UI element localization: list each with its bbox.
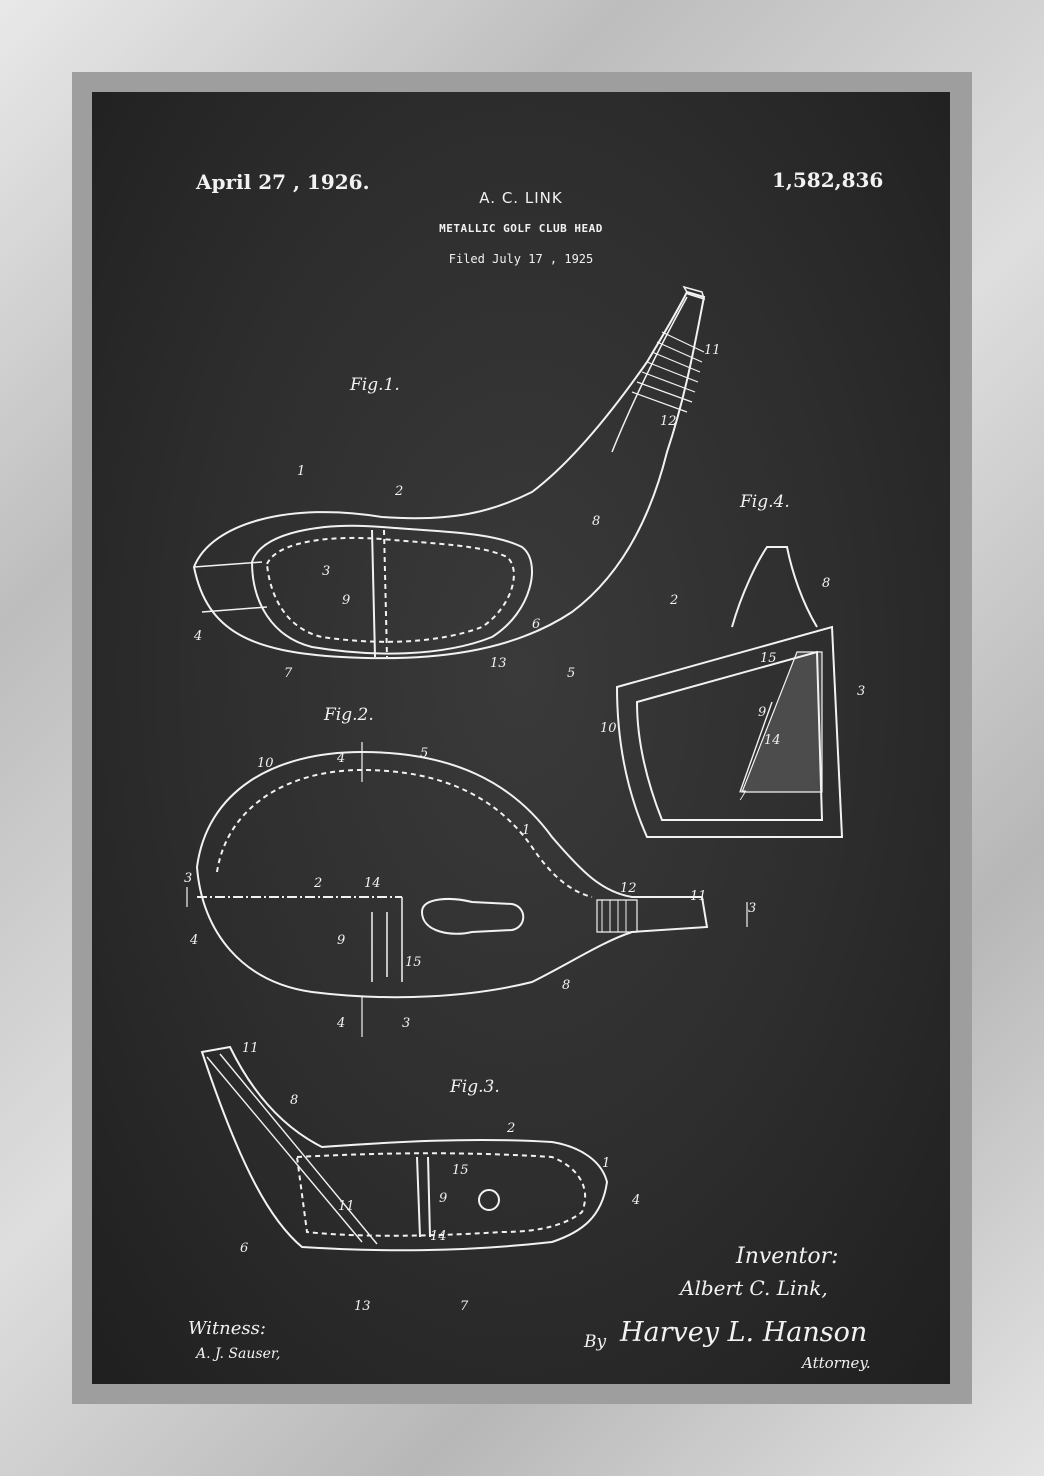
svg-text:5: 5	[567, 666, 575, 681]
svg-text:3: 3	[402, 1016, 410, 1031]
svg-text:5: 5	[420, 746, 428, 761]
svg-text:9: 9	[439, 1191, 447, 1206]
inventor-label: Inventor:	[736, 1244, 839, 1269]
svg-text:11: 11	[704, 343, 721, 358]
svg-text:12: 12	[660, 414, 677, 429]
fig3-drawing	[200, 1045, 609, 1252]
patent-title: METALLIC GOLF CLUB HEAD	[439, 222, 603, 235]
svg-text:14: 14	[364, 876, 381, 891]
patent-number: 1,582,836	[772, 168, 884, 192]
svg-text:3: 3	[857, 684, 865, 699]
inventor-signature: Albert C. Link,	[680, 1276, 828, 1300]
fig3-label: Fig.3.	[449, 1077, 500, 1097]
patent-drawings: Fig.1. Fig.2. Fig.3. Fig.4. 1 2 3 9 4 7 …	[184, 285, 865, 1314]
svg-text:4: 4	[189, 933, 198, 948]
svg-text:2: 2	[669, 593, 678, 608]
fig2-drawing	[186, 742, 748, 1037]
by-label: By	[584, 1332, 607, 1352]
svg-text:8: 8	[592, 514, 600, 529]
fig2-label: Fig.2.	[323, 705, 374, 725]
patent-poster: April 27 , 1926. 1,582,836 A. C. LINK ME…	[92, 92, 950, 1384]
svg-text:7: 7	[284, 666, 293, 681]
reference-numerals: 1 2 3 9 4 7 6 13 8 12 11 8 2 5 15 3 9 10…	[184, 343, 865, 1314]
svg-text:14: 14	[430, 1229, 447, 1244]
svg-text:7: 7	[460, 1299, 469, 1314]
svg-text:7: 7	[738, 789, 747, 804]
svg-text:4: 4	[336, 751, 345, 766]
svg-text:15: 15	[405, 955, 422, 970]
fig4-drawing	[615, 546, 844, 838]
attorney-label: Attorney.	[802, 1354, 871, 1372]
svg-text:13: 13	[490, 656, 507, 671]
svg-text:4: 4	[336, 1016, 345, 1031]
svg-text:14: 14	[764, 733, 781, 748]
fig1-drawing	[192, 285, 706, 660]
svg-text:6: 6	[532, 617, 540, 632]
svg-text:9: 9	[342, 593, 350, 608]
svg-text:4: 4	[193, 629, 202, 644]
svg-text:1: 1	[297, 464, 305, 479]
svg-text:8: 8	[562, 978, 570, 993]
svg-text:13: 13	[354, 1299, 371, 1314]
svg-text:11: 11	[338, 1199, 355, 1214]
svg-text:15: 15	[452, 1163, 469, 1178]
svg-text:12: 12	[620, 881, 637, 896]
svg-text:15: 15	[760, 651, 777, 666]
svg-text:9: 9	[337, 933, 345, 948]
svg-text:11: 11	[690, 889, 707, 904]
svg-text:3: 3	[184, 871, 192, 886]
svg-text:2: 2	[506, 1121, 515, 1136]
svg-text:3: 3	[748, 901, 756, 916]
fig4-label: Fig.4.	[739, 492, 790, 512]
svg-text:1: 1	[522, 823, 530, 838]
svg-text:10: 10	[600, 721, 617, 736]
svg-text:6: 6	[240, 1241, 248, 1256]
witness-label: Witness:	[188, 1318, 266, 1339]
attorney-signature: Harvey L. Hanson	[620, 1317, 868, 1348]
inventor-heading: A. C. LINK	[479, 189, 563, 207]
witness-signature: A. J. Sauser,	[196, 1346, 281, 1362]
svg-text:2: 2	[313, 876, 322, 891]
svg-text:11: 11	[242, 1041, 259, 1056]
svg-text:2: 2	[394, 484, 403, 499]
svg-text:3: 3	[322, 564, 330, 579]
svg-text:8: 8	[290, 1093, 298, 1108]
filed-date: Filed July 17 , 1925	[448, 252, 594, 266]
svg-text:10: 10	[257, 756, 274, 771]
svg-text:8: 8	[822, 576, 830, 591]
svg-text:9: 9	[758, 705, 766, 720]
patent-date: April 27 , 1926.	[196, 170, 370, 194]
svg-text:1: 1	[602, 1156, 610, 1171]
fig1-label: Fig.1.	[349, 375, 400, 395]
svg-text:4: 4	[631, 1193, 640, 1208]
